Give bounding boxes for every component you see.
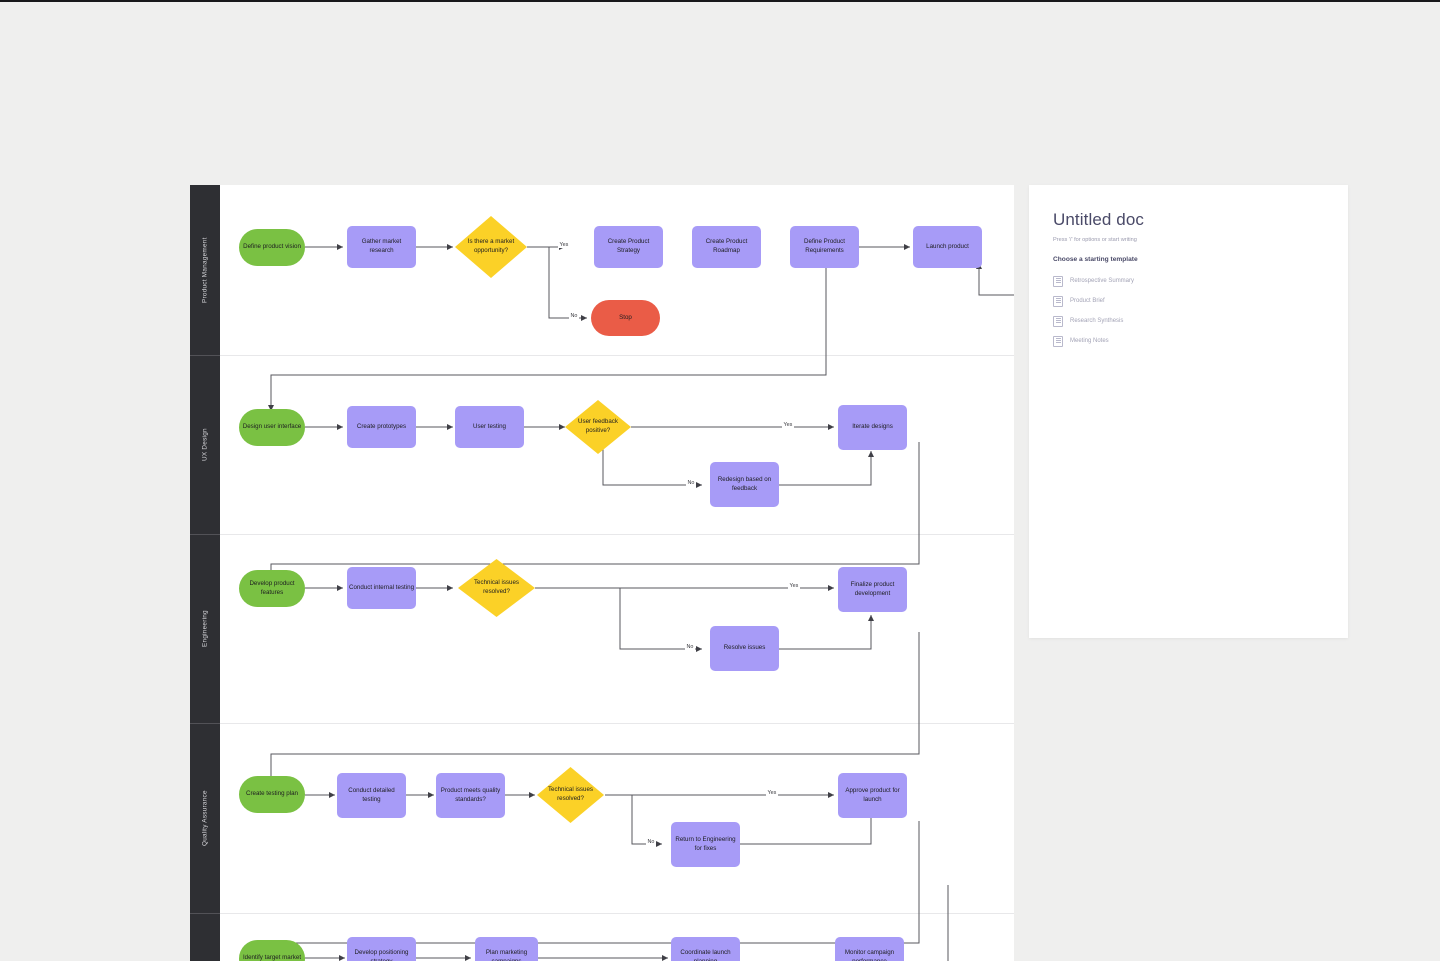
document-icon	[1053, 335, 1063, 347]
edge-label-yes-qa: Yes	[766, 790, 778, 796]
edge-label-yes-opportunity: Yes	[558, 242, 570, 248]
node-create-testing-plan[interactable]: Create testing plan	[239, 776, 305, 813]
node-redesign-based-on-feedback[interactable]: Redesign based on feedback	[710, 462, 779, 507]
template-item-product-brief[interactable]: Product Brief	[1053, 291, 1324, 311]
node-technical-issues-resolved-qa[interactable]: Technical issues resolved?	[537, 767, 604, 823]
node-finalize-product-development[interactable]: Finalize product development	[838, 567, 907, 612]
node-identify-target-market[interactable]: Identify target market	[239, 940, 305, 961]
node-define-product-requirements[interactable]: Define Product Requirements	[790, 226, 859, 268]
node-define-product-vision[interactable]: Define product vision	[239, 229, 305, 266]
node-resolve-issues[interactable]: Resolve issues	[710, 626, 779, 671]
document-icon	[1053, 295, 1063, 307]
doc-template-heading: Choose a starting template	[1053, 256, 1138, 263]
template-item-meeting-notes[interactable]: Meeting Notes	[1053, 331, 1324, 351]
node-create-prototypes[interactable]: Create prototypes	[347, 406, 416, 448]
doc-title[interactable]: Untitled doc	[1053, 210, 1144, 229]
node-conduct-detailed-testing[interactable]: Conduct detailed testing	[337, 773, 406, 818]
node-iterate-designs[interactable]: Iterate designs	[838, 405, 907, 450]
swimlane-header-column	[190, 185, 220, 961]
lane-label-marketing	[190, 913, 220, 961]
node-technical-issues-resolved-engineering[interactable]: Technical issues resolved?	[458, 559, 535, 617]
lane-divider	[220, 534, 1014, 535]
lane-header-divider	[190, 913, 220, 914]
edge-label-no-engineering: No	[685, 644, 695, 650]
doc-placeholder-hint: Press '/' for options or start writing	[1053, 237, 1137, 243]
node-plan-marketing-campaigns[interactable]: Plan marketing campaigns	[475, 937, 538, 961]
template-item-retrospective-summary[interactable]: Retrospective Summary	[1053, 271, 1324, 291]
lane-divider	[220, 355, 1014, 356]
node-is-there-market-opportunity[interactable]: Is there a market opportunity?	[455, 216, 527, 278]
document-icon	[1053, 275, 1063, 287]
lane-label-quality-assurance: Quality Assurance	[201, 790, 209, 846]
node-launch-product[interactable]: Launch product	[913, 226, 982, 268]
template-label: Product Brief	[1070, 298, 1105, 304]
edge-label-no-qa: No	[646, 839, 656, 845]
template-label: Meeting Notes	[1070, 338, 1109, 344]
node-stop[interactable]: Stop	[591, 300, 660, 336]
lane-header-divider	[190, 723, 220, 724]
lane-label-ux-design: UX Design	[201, 428, 209, 461]
node-approve-product-for-launch[interactable]: Approve product for launch	[838, 773, 907, 818]
lane-divider	[220, 913, 1014, 914]
node-user-testing[interactable]: User testing	[455, 406, 524, 448]
document-icon	[1053, 315, 1063, 327]
node-design-user-interface[interactable]: Design user interface	[239, 409, 305, 446]
node-create-product-roadmap[interactable]: Create Product Roadmap	[692, 226, 761, 268]
node-create-product-strategy[interactable]: Create Product Strategy	[594, 226, 663, 268]
edge-label-no-opportunity: No	[569, 313, 579, 319]
lane-header-divider	[190, 534, 220, 535]
edge-label-yes-engineering: Yes	[788, 583, 800, 589]
node-conduct-internal-testing[interactable]: Conduct internal testing	[347, 567, 416, 609]
top-edge-rule	[0, 0, 1440, 2]
edge-label-no-feedback: No	[686, 480, 696, 486]
document-panel[interactable]: Untitled doc Press '/' for options or st…	[1029, 185, 1348, 638]
template-label: Retrospective Summary	[1070, 278, 1135, 284]
node-gather-market-research[interactable]: Gather market research	[347, 226, 416, 268]
node-coordinate-launch-planning[interactable]: Coordinate launch planning	[671, 937, 740, 961]
node-product-meets-quality-standards[interactable]: Product meets quality standards?	[436, 773, 505, 818]
flowchart-canvas[interactable]: Product Management UX Design Engineering…	[190, 185, 1014, 961]
node-return-to-engineering-for-fixes[interactable]: Return to Engineering for fixes	[671, 822, 740, 867]
lane-header-divider	[190, 355, 220, 356]
edge-label-yes-feedback: Yes	[782, 422, 794, 428]
node-develop-positioning-strategy[interactable]: Develop positioning strategy	[347, 937, 416, 961]
template-label: Research Synthesis	[1070, 318, 1124, 324]
template-item-research-synthesis[interactable]: Research Synthesis	[1053, 311, 1324, 331]
node-user-feedback-positive[interactable]: User feedback positive?	[565, 400, 631, 454]
lane-label-engineering: Engineering	[201, 610, 209, 647]
lane-divider	[220, 723, 1014, 724]
node-monitor-campaign-performance[interactable]: Monitor campaign performance	[835, 937, 904, 961]
lane-label-product-management: Product Management	[201, 237, 209, 303]
node-develop-product-features[interactable]: Develop product features	[239, 570, 305, 607]
